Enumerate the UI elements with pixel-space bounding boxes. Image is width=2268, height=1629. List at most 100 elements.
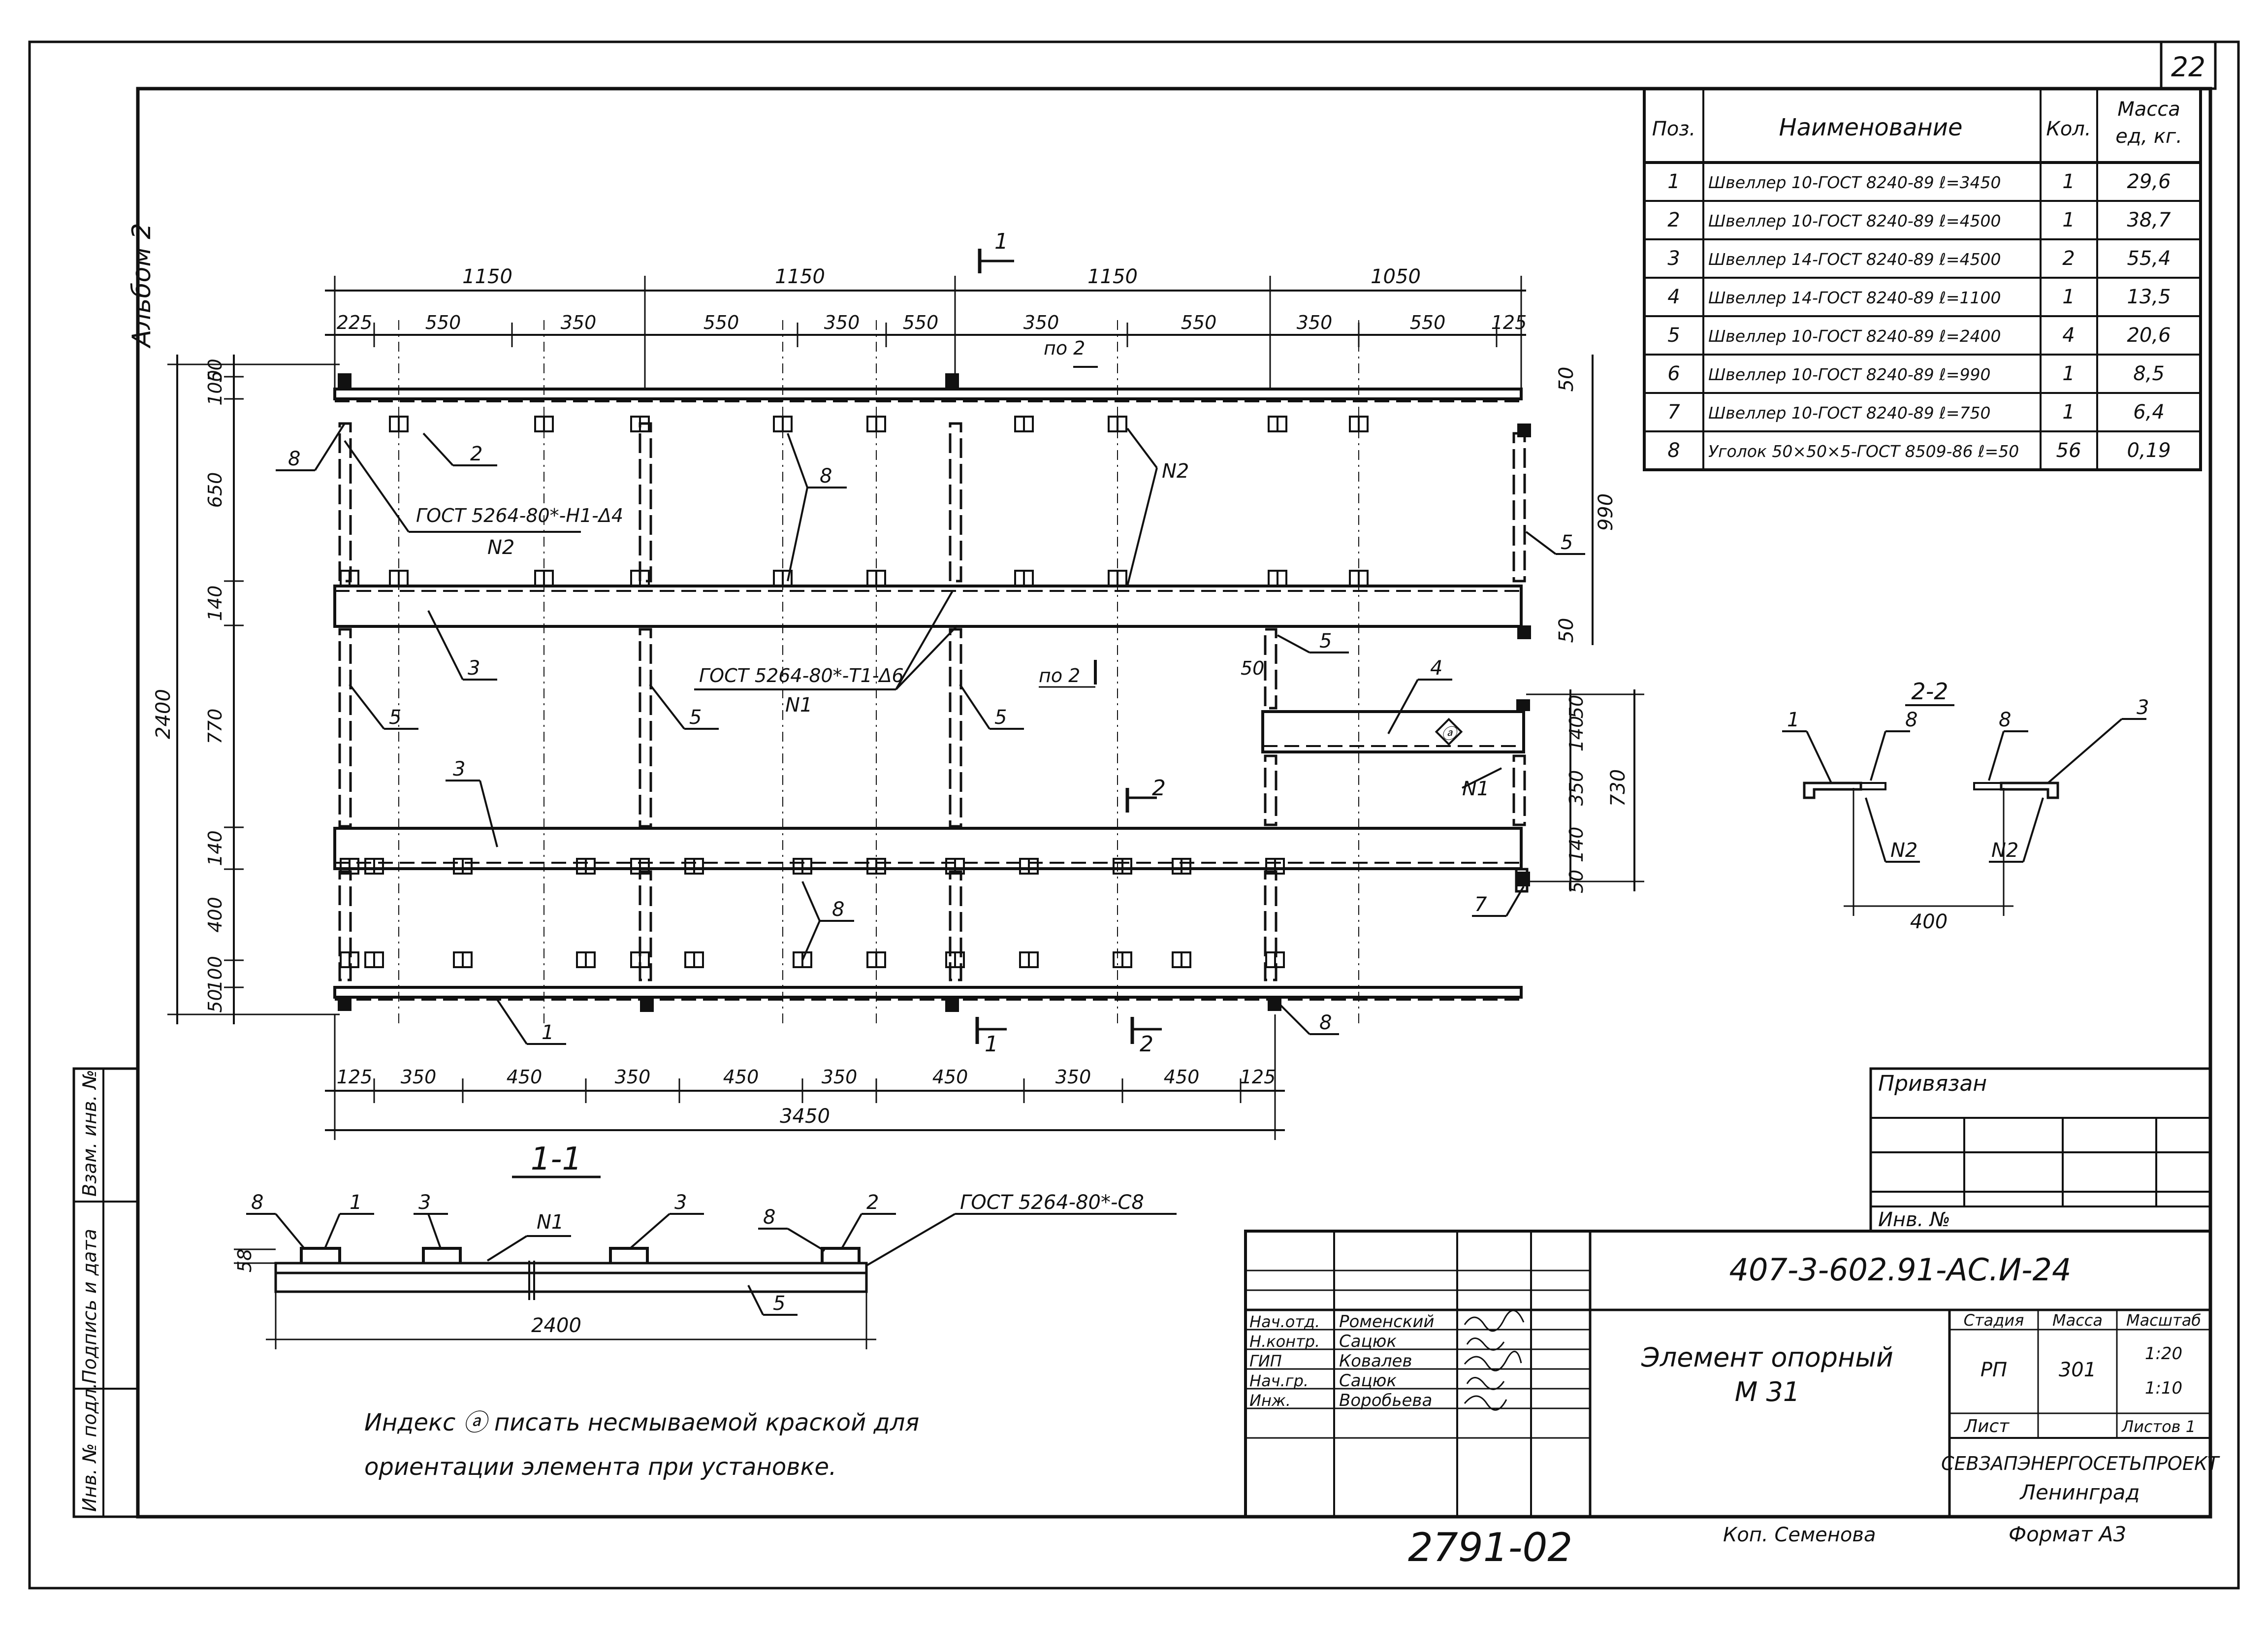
right-dimensions: 990 50 50 730 50 140 350 140 50 50 — [1241, 355, 1644, 893]
scale-header: Масштаб — [2126, 1311, 2201, 1330]
section-2-mid: 2 — [1125, 776, 1166, 813]
stage-header: Стадия — [1964, 1311, 2024, 1330]
vertical-channels — [338, 422, 1529, 981]
name-2: Ковалев — [1339, 1351, 1412, 1371]
section-11-weld-text: ГОСТ 5264-80*-С8 — [960, 1191, 1144, 1214]
spec-cell-name: Швеллер 10-ГОСТ 8240-89 ℓ=750 — [1708, 403, 1991, 423]
top-dim-4: 1050 — [1371, 265, 1421, 288]
ref-po2-mid: по 2 — [1039, 660, 1097, 688]
bottom-sub-dim: 350 — [1055, 1066, 1091, 1088]
spec-cell-qty: 4 — [2062, 324, 2075, 347]
mass-header: Масса — [2052, 1311, 2103, 1330]
callout-5-a: 5 — [349, 684, 418, 730]
spec-cell-pos: 3 — [1667, 247, 1680, 270]
section-11-callout-3b: 3 — [674, 1191, 687, 1214]
spec-cell-qty: 1 — [2062, 286, 2075, 308]
ref-po2-top-text: по 2 — [1044, 337, 1085, 359]
callout-5-e-text: 5 — [1561, 531, 1573, 554]
bottom-sub-dim: 125 — [337, 1066, 373, 1088]
top-sub-dim: 125 — [1491, 312, 1527, 333]
top-sub-dim: 225 — [337, 312, 373, 333]
callout-8-bottom: 8 — [801, 881, 854, 961]
spec-cell-qty: 1 — [2062, 209, 2075, 231]
callout-8-left: 8 — [276, 423, 346, 471]
callout-5-b: 5 — [649, 684, 719, 730]
top-sub-dim: 550 — [425, 312, 461, 333]
top-dim-1: 1150 — [462, 265, 512, 288]
left-sub-dim: 100 — [204, 956, 226, 992]
section-1-bottom: 1 — [975, 1017, 1007, 1057]
callout-5-d: 5 — [1277, 630, 1349, 653]
section-2-bottom: 2 — [1130, 1017, 1162, 1057]
weld-1-text: ГОСТ 5264-80*-Н1-Δ4 — [416, 505, 623, 526]
stage-value: РП — [1981, 1359, 2007, 1381]
end-clips — [338, 373, 1531, 1012]
callout-8-right-text: 8 — [1319, 1011, 1332, 1034]
top-sub-dim: 350 — [1297, 312, 1333, 333]
top-dim-3: 1150 — [1087, 265, 1138, 288]
side-stamp-inv: Инв. № подл. — [79, 1383, 100, 1512]
callout-4-text: 4 — [1430, 657, 1442, 680]
section-1-top: 1 — [978, 229, 1014, 273]
drawing-code: 407-3-602.91-АС.И-24 — [1729, 1252, 2072, 1288]
callout-5-b-text: 5 — [689, 706, 702, 729]
right2-dim-140b: 140 — [1565, 827, 1587, 863]
spec-cell-name: Швеллер 10-ГОСТ 8240-89 ℓ=3450 — [1708, 173, 2001, 192]
sheet-label: Лист — [1963, 1416, 2010, 1436]
bottom-sub-dim: 450 — [507, 1066, 543, 1088]
section-11-weld-label: N1 — [537, 1211, 564, 1234]
mass-value: 301 — [2059, 1359, 2096, 1381]
stamp-number: 2791-02 — [1408, 1525, 1572, 1570]
callout-8-right: 8 — [1279, 1004, 1339, 1035]
spec-cell-qty: 56 — [2056, 439, 2081, 462]
spec-cell-pos: 1 — [1667, 170, 1680, 193]
spec-cell-pos: 2 — [1667, 209, 1680, 231]
section-2-mid-label: 2 — [1152, 776, 1166, 801]
section-22-width: 400 — [1910, 911, 1948, 933]
channel-pos3-upper — [333, 585, 1523, 628]
n1-label: N1 — [1462, 778, 1489, 800]
section-11-callout-2: 2 — [866, 1191, 879, 1214]
signatures — [1464, 1309, 1525, 1411]
channel-pos2 — [333, 388, 1523, 402]
section-11-title: 1-1 — [531, 1141, 582, 1177]
spec-cell-name: Швеллер 10-ГОСТ 8240-89 ℓ=4500 — [1708, 211, 2001, 230]
spec-cell-name: Уголок 50×50×5-ГОСТ 8509-86 ℓ=50 — [1708, 442, 2019, 461]
spec-cell-pos: 5 — [1667, 324, 1680, 347]
callout-1-text: 1 — [542, 1021, 554, 1044]
callout-2: 2 — [422, 432, 497, 466]
left-sub-dim: 650 — [204, 472, 226, 508]
bottom-dimensions: 3450 — [325, 1014, 1285, 1140]
bottom-sub-dim: 350 — [401, 1066, 437, 1088]
role-0: Нач.отд. — [1249, 1312, 1320, 1331]
spec-cell-pos: 8 — [1667, 439, 1680, 462]
spec-cell-name: Швеллер 10-ГОСТ 8240-89 ℓ=2400 — [1708, 326, 2001, 346]
role-1: Н.контр. — [1249, 1332, 1320, 1351]
spec-table-frame — [1643, 87, 2202, 471]
section-11-callout-5: 5 — [773, 1292, 785, 1315]
spec-cell-pos: 7 — [1667, 401, 1680, 424]
spec-cell-mass: 13,5 — [2127, 286, 2171, 308]
dim-50-step: 50 — [1241, 657, 1264, 679]
right-dim-50-bottom: 50 — [1555, 618, 1578, 643]
drawing-frame — [136, 87, 2212, 1519]
copied-by: Коп. Семенова — [1723, 1524, 1876, 1546]
callout-4: 4 — [1387, 657, 1452, 734]
left-sub-dim: 140 — [204, 830, 226, 866]
spec-cell-mass: 29,6 — [2127, 170, 2171, 193]
callout-5-c: 5 — [959, 684, 1024, 730]
section-22-n2-left: N2 — [1890, 839, 1917, 862]
role-3: Нач.гр. — [1249, 1371, 1309, 1390]
n2-leader: N2 — [1126, 427, 1189, 586]
spec-cell-mass: 6,4 — [2133, 401, 2165, 424]
callout-5-a-text: 5 — [389, 706, 401, 729]
ref-po2-top: по 2 — [1044, 337, 1098, 368]
outer-frame — [28, 40, 2240, 1590]
spec-header-name: Наименование — [1779, 114, 1962, 141]
page-number: 22 — [2171, 51, 2205, 83]
spec-cell-name: Швеллер 14-ГОСТ 8240-89 ℓ=1100 — [1708, 288, 2001, 307]
section-1-1: 1-1 2400 58 8 1 3 3 8 2 — [234, 1141, 1177, 1349]
top-sub-dim: 350 — [1023, 312, 1059, 333]
section-11-callout-1: 1 — [350, 1191, 362, 1214]
